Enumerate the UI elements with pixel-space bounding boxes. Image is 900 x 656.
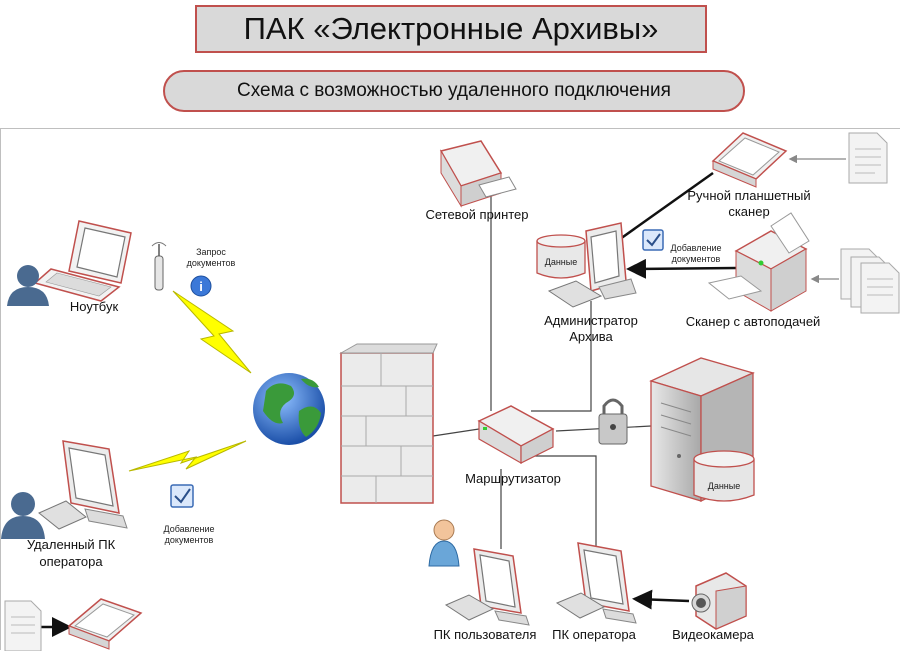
keyboard-icon [547,280,603,308]
checklist-icon [642,229,664,251]
camera-label: Видеокамера [672,627,755,642]
admin-label-2: Архива [569,329,613,344]
antenna-icon [151,242,167,291]
database-icon [693,450,755,502]
doc-request-label-1: Запрос [196,247,226,257]
database-icon [536,234,586,279]
doc-request-label-2: документов [187,258,236,268]
user-icon [428,519,460,567]
laptop-icon[interactable] [33,220,132,302]
monitor-icon[interactable] [585,222,637,300]
scanner-icon[interactable] [707,212,810,312]
flow-arrows [41,154,846,637]
connection-lines [432,196,652,549]
page-title: ПАК «Электронные Архивы» [195,5,707,53]
auto-scanner-label: Сканер с автоподачей [686,314,821,329]
add-docs-left-label-2: документов [165,535,214,545]
server-db-label: Данные [708,481,741,491]
printer-icon[interactable] [439,140,517,208]
page-subtitle: Схема с возможностью удаленного подключе… [163,70,745,112]
svg-text:i: i [199,279,203,294]
monitor-icon[interactable] [577,542,637,624]
user-icon [1,492,45,539]
laptop-label: Ноутбук [70,299,119,314]
checklist-icon [170,484,194,508]
keyboard-icon [38,500,87,530]
manual-scanner-label-1: Ручной планшетный [687,188,810,203]
document-icon [848,132,888,184]
scanner-icon[interactable] [67,598,143,650]
lightning-icon [172,290,252,374]
lock-icon [598,398,628,445]
monitor-icon[interactable] [473,548,530,626]
scanner-icon[interactable] [711,132,788,188]
globe-icon [253,373,325,445]
add-docs-left-label-1: Добавление [164,524,215,534]
manual-scanner-label-2: сканер [728,204,769,219]
keyboard-icon [444,594,495,621]
monitor-icon[interactable] [62,440,128,529]
user-icon [7,265,49,306]
add-docs-right-label-2: документов [672,254,721,264]
user-pc-label: ПК пользователя [434,627,537,642]
network-diagram: Ноутбук i Запрос документов М [0,128,900,652]
router-label: Маршрутизатор [465,471,561,486]
network-printer-label: Сетевой принтер [425,207,528,222]
admin-db-label: Данные [545,257,578,267]
admin-label-1: Администратор [544,313,638,328]
router-icon[interactable] [477,405,555,465]
document-icon [4,600,42,652]
operator-pc-label: ПК оператора [552,627,636,642]
lightning-icon [128,440,247,472]
remote-pc-label-1: Удаленный ПК [27,537,116,552]
info-icon: i [190,275,212,297]
video-camera-icon[interactable] [691,572,747,630]
remote-pc-label-2: оператора [39,554,103,569]
firewall-icon [339,343,438,504]
document-icon [840,248,900,314]
keyboard-icon [555,592,606,619]
add-docs-right-label-1: Добавление [671,243,722,253]
